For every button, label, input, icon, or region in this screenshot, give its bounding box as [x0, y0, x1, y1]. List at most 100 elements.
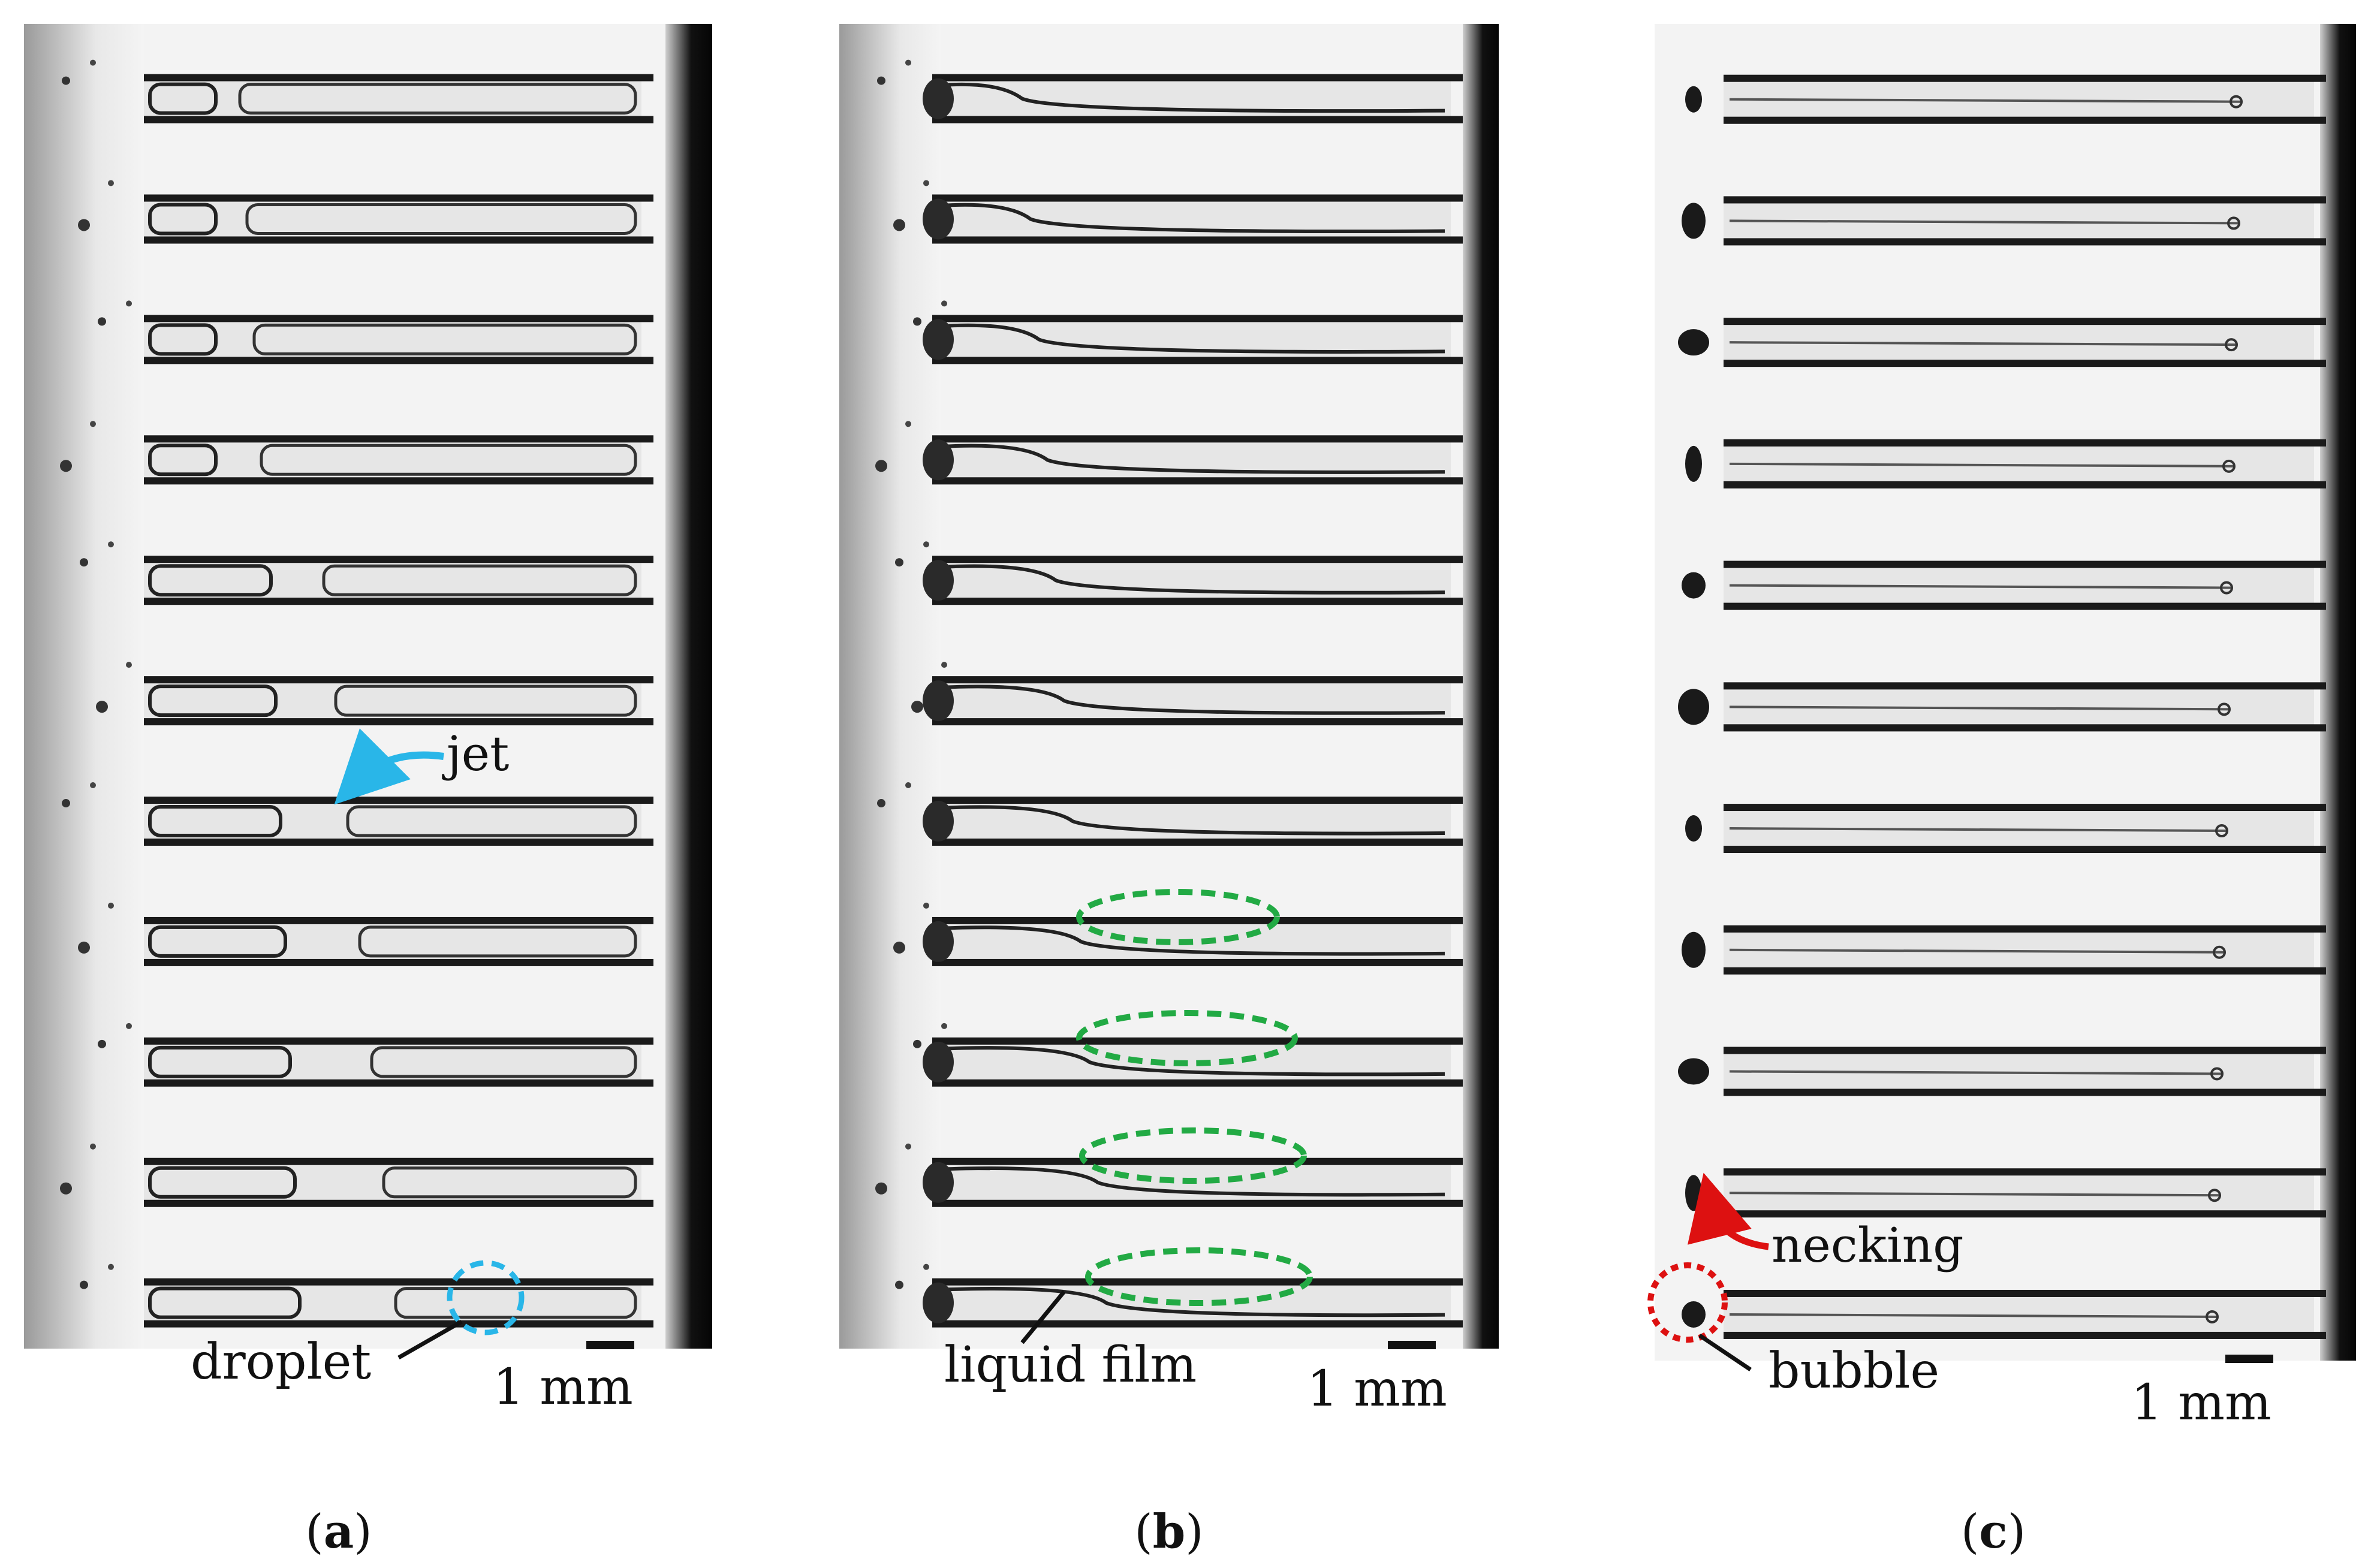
- tube-wall-top: [144, 797, 653, 804]
- tube-inner: [932, 559, 1451, 602]
- tube-wall-bottom: [932, 718, 1463, 726]
- frame: [1678, 318, 2326, 367]
- tube-wall-bottom: [932, 839, 1463, 846]
- exit-bubble: [1678, 689, 1709, 725]
- necking-label: necking: [1772, 1217, 1963, 1273]
- frame: [1685, 804, 2326, 854]
- outside-bubble: [108, 541, 114, 548]
- outside-bubble: [877, 76, 885, 85]
- outside-bubble: [923, 180, 929, 186]
- outside-bubble: [905, 1143, 911, 1150]
- tube-wall-bottom: [1724, 724, 2326, 732]
- gas-slug: [148, 564, 273, 597]
- tube-wall-bottom: [1724, 1210, 2326, 1218]
- tube-inlet: [923, 680, 954, 722]
- gas-slug: [148, 323, 218, 356]
- outside-bubble: [60, 1182, 72, 1195]
- tube-wall-bottom: [932, 116, 1463, 123]
- tube-inlet: [923, 439, 954, 481]
- outside-bubble: [96, 701, 108, 713]
- exit-bubble: [1682, 572, 1706, 599]
- tube-wall-top: [144, 1278, 653, 1286]
- tube-wall-top: [144, 315, 653, 322]
- outside-bubble: [90, 782, 96, 789]
- frame: [1682, 196, 2326, 246]
- gas-slug: [148, 1286, 302, 1319]
- outside-bubble: [60, 460, 72, 472]
- tube-wall-top: [1724, 1168, 2326, 1176]
- liquid-film-line: [938, 564, 1445, 595]
- frame: [98, 1023, 653, 1087]
- outside-bubble: [62, 799, 70, 808]
- tube-wall-bottom: [144, 598, 653, 605]
- frame: [1678, 682, 2326, 732]
- jet-arrow: [334, 728, 444, 805]
- tube-inlet: [923, 198, 954, 240]
- tube-wall-bottom: [932, 1320, 1463, 1328]
- frame: [877, 782, 1463, 846]
- frame: [80, 541, 653, 605]
- gas-slug: [148, 1045, 292, 1078]
- tube-wall-bottom: [1724, 238, 2326, 246]
- outside-bubble: [875, 460, 887, 472]
- tube-wall-top: [144, 1037, 653, 1045]
- tube-wall-bottom: [144, 839, 653, 846]
- caption-a: (a): [305, 1504, 372, 1559]
- gas-slug: [148, 82, 218, 115]
- tube-wall-top: [144, 556, 653, 563]
- tube-wall-top: [932, 435, 1463, 443]
- bubble-outline: [1647, 1262, 1728, 1343]
- gas-slug: [245, 203, 637, 235]
- tube-wall-bottom: [144, 958, 653, 966]
- frame: [62, 782, 653, 846]
- outside-bubble: [108, 1264, 114, 1270]
- liquid-film-line: [938, 1046, 1445, 1077]
- gas-slug: [334, 685, 637, 717]
- frame: [913, 1023, 1463, 1087]
- outside-bubble: [913, 317, 921, 326]
- liquid-film-annotation: liquid film: [944, 889, 1313, 1394]
- tube-wall-bottom: [1724, 602, 2326, 610]
- tube-wall-top: [932, 676, 1463, 684]
- tube-inner: [932, 439, 1451, 481]
- film-bead: [2222, 459, 2236, 473]
- outside-bubble: [941, 1023, 947, 1029]
- frame: [1685, 439, 2326, 489]
- outside-bubble: [78, 941, 90, 954]
- panel-right-wall: [2320, 24, 2356, 1361]
- outside-bubble: [98, 317, 106, 326]
- film-bead: [2220, 581, 2233, 595]
- tube-wall-bottom: [144, 477, 653, 485]
- panel-right-wall: [665, 24, 712, 1349]
- outside-bubble: [90, 59, 96, 66]
- tube-wall-top: [144, 916, 653, 924]
- liquid-film-line: [938, 82, 1445, 113]
- tube-wall-top: [932, 1037, 1463, 1045]
- tube-inlet: [923, 921, 954, 962]
- thin-film-line: [1729, 948, 2226, 954]
- tube-wall-top: [144, 676, 653, 684]
- droplet-leader: [397, 1319, 463, 1360]
- scale-bar-b-label: 1 mm: [1307, 1361, 1447, 1418]
- tube-wall-top: [932, 1157, 1463, 1165]
- film-bead: [2206, 1310, 2219, 1323]
- tube-inlet: [923, 560, 954, 601]
- exit-bubble: [1685, 1175, 1702, 1211]
- tube-wall-top: [932, 74, 1463, 82]
- frame: [60, 421, 653, 485]
- jet-annotation: jet: [334, 726, 509, 805]
- liquid-film-outline-4: [1085, 1247, 1313, 1306]
- gas-slug: [370, 1046, 637, 1078]
- frame: [1682, 1289, 2326, 1339]
- exit-bubble: [1678, 329, 1709, 356]
- necking-arrow: [1688, 1172, 1769, 1250]
- outside-bubble: [923, 902, 929, 909]
- frame: [1682, 925, 2326, 975]
- gas-slug: [358, 925, 637, 958]
- frame: [1685, 74, 2326, 124]
- outside-bubble: [941, 662, 947, 668]
- outside-bubble: [877, 799, 885, 808]
- tube-wall-top: [144, 194, 653, 202]
- gas-slug: [260, 444, 637, 476]
